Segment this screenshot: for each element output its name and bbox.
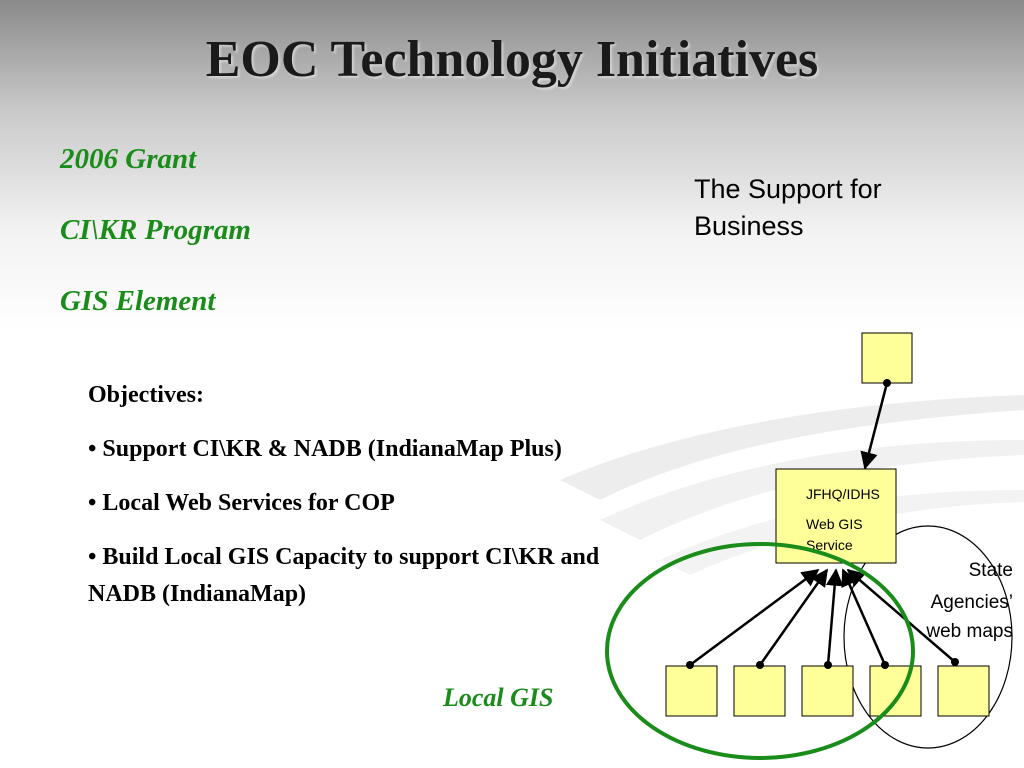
local-node-box [869, 665, 922, 717]
local-node-box [665, 665, 718, 717]
grant-year: 2006 Grant [60, 143, 197, 175]
connector-arrow [825, 568, 844, 666]
connector-arrow [689, 568, 820, 667]
connector-dot [756, 661, 764, 669]
support-caption: The Support for Business [694, 174, 882, 241]
local-node-box [733, 665, 786, 717]
top-node-box [861, 332, 913, 384]
connector-arrow [846, 568, 956, 663]
hub-label-line2: Web GIS [806, 516, 863, 532]
connector-dot [824, 661, 832, 669]
objectives-list: Objectives: • Support CI\KR & NADB (Indi… [88, 382, 648, 630]
local-gis-label: Local GIS [443, 683, 554, 712]
connector-dot [883, 379, 891, 387]
state-label-line3: web maps [925, 621, 1013, 642]
connector-dot [881, 661, 889, 669]
state-label-line2: Agencies’ [931, 592, 1013, 613]
local-node-box [801, 665, 854, 717]
connector-dot [686, 661, 694, 669]
slide-title: EOC Technology Initiatives [205, 31, 819, 88]
objectives-heading: Objectives: [88, 382, 204, 408]
state-agencies-ellipse [843, 525, 1013, 749]
element-name: GIS Element [60, 285, 216, 317]
state-node-box [937, 665, 990, 717]
objective-item: • Build Local GIS Capacity to support CI… [88, 544, 600, 607]
objective-item: • Support CI\KR & NADB (IndianaMap Plus) [88, 436, 562, 462]
objective-item: • Local Web Services for COP [88, 490, 395, 516]
hub-label-line3: Service [806, 537, 853, 553]
connector-dot [951, 658, 959, 666]
hub-label-line1: JFHQ/IDHS [806, 486, 880, 502]
connector-arrow [758, 568, 829, 666]
connector-arrow [860, 382, 889, 470]
local-gis-ellipse [605, 542, 915, 760]
program-name: CI\KR Program [60, 214, 251, 246]
state-label-line1: State [969, 560, 1013, 581]
